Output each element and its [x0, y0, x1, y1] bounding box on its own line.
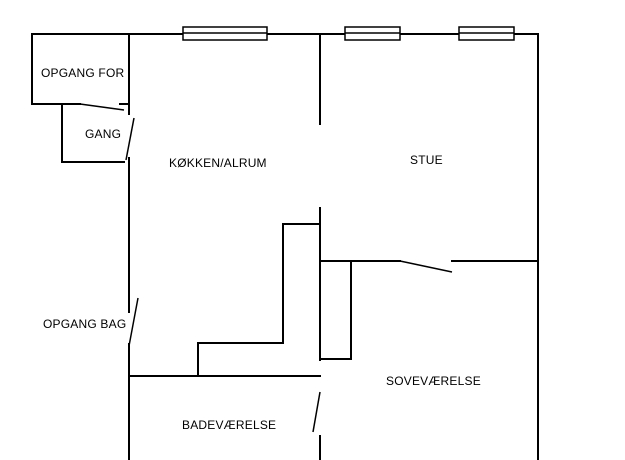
gang-door-leaf: [125, 117, 135, 161]
room-label-opgang-bag: OPGANG BAG: [43, 317, 127, 331]
walls: [31, 33, 539, 460]
bedroom-door-leaf: [399, 260, 453, 273]
front-door-leaf: [79, 103, 125, 111]
windows: [182, 26, 515, 41]
room-label-badevaerelse: BADEVÆRELSE: [182, 418, 277, 432]
closet: [319, 260, 352, 360]
room-label-sovevaerelse: SOVEVÆRELSE: [386, 374, 481, 388]
bathroom-door-leaf: [312, 391, 321, 433]
back-door-leaf: [128, 297, 139, 347]
kitchen-counter: [197, 223, 321, 377]
room-label-kokken-alrum: KØKKEN/ALRUM: [169, 156, 267, 170]
room-label-gang: GANG: [85, 127, 122, 141]
room-label-stue: STUE: [410, 153, 443, 167]
room-label-opgang-for: OPGANG FOR: [41, 66, 125, 80]
